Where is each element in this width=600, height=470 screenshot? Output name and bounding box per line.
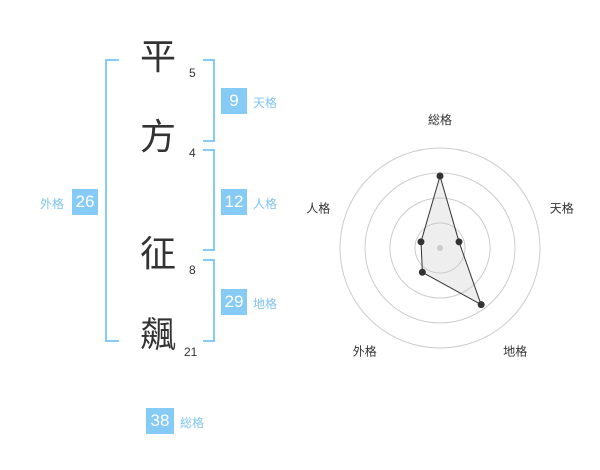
radar-point-1 — [436, 172, 444, 180]
chikaku-value: 29 — [221, 289, 247, 315]
chikaku-bracket — [203, 259, 215, 342]
name-char-4: 飆 — [140, 315, 177, 356]
radar-point-4 — [418, 268, 426, 276]
radar-data-polygon — [420, 174, 483, 306]
radar-axis-label-2: 天格 — [550, 200, 574, 215]
radar-axis-label-1: 総格 — [428, 112, 452, 127]
radar-grid-ring-4 — [339, 147, 541, 349]
radar-axis-label-5: 人格 — [306, 200, 330, 215]
name-char-3: 征 — [140, 234, 177, 275]
radar-center-dot — [437, 245, 443, 251]
radar-point-5 — [417, 238, 425, 246]
gaikaku-value: 26 — [72, 189, 98, 215]
tenkaku-label: 天格 — [253, 96, 278, 110]
name-char-1: 平 — [140, 37, 177, 78]
radar-point-2 — [455, 238, 463, 246]
gaikaku-bracket — [105, 59, 119, 342]
tenkaku-bracket — [203, 59, 215, 142]
name-char-2: 方 — [140, 117, 177, 158]
stroke-count-3: 8 — [189, 263, 196, 277]
stroke-count-4: 21 — [184, 345, 198, 359]
jinkaku-value: 12 — [221, 189, 247, 215]
radar-axis-label-3: 地格 — [503, 344, 527, 359]
radar-point-3 — [477, 301, 485, 309]
tenkaku-value: 9 — [221, 88, 247, 114]
jinkaku-label: 人格 — [253, 197, 278, 211]
stroke-count-1: 5 — [189, 66, 196, 80]
radar-grid-ring-1 — [414, 222, 466, 274]
soukaku-label: 総格 — [180, 416, 205, 430]
radar-grid-ring-2 — [389, 197, 491, 299]
jinkaku-bracket — [203, 149, 215, 251]
stroke-count-2: 4 — [189, 146, 196, 160]
soukaku-value: 38 — [146, 408, 174, 434]
chikaku-label: 地格 — [253, 297, 278, 311]
gaikaku-label: 外格 — [40, 197, 65, 211]
radar-axis-label-4: 外格 — [353, 344, 377, 359]
